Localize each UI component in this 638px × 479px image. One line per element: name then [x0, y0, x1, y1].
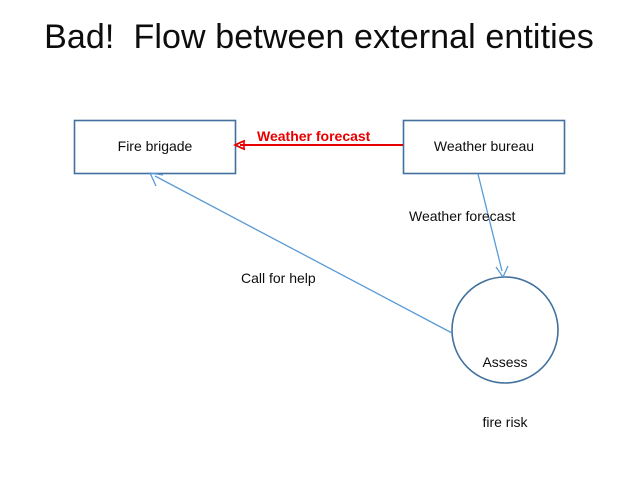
assess-fire-risk-label-line2: fire risk: [482, 414, 528, 430]
fire-brigade-label: Fire brigade: [117, 138, 193, 154]
flow-label-call-for-help: Call for help: [241, 270, 316, 286]
flow-weather-forecast-red[interactable]: [233, 139, 403, 151]
weather-bureau-box[interactable]: [402, 119, 566, 175]
assess-fire-risk-circle[interactable]: [451, 276, 559, 384]
arrowhead-blue-upleft: [149, 172, 164, 187]
flow-label-weather-forecast-red: Weather forecast: [257, 128, 371, 144]
assess-fire-risk-label: Assess fire risk: [452, 312, 558, 472]
arrowhead-blue-down: [495, 265, 509, 278]
flow-label-weather-forecast-black: Weather forecast: [409, 208, 516, 224]
flow-weather-forecast-blue[interactable]: [477, 173, 509, 278]
flow-call-for-help[interactable]: [149, 172, 453, 334]
page-title: Bad! Flow between external entities: [44, 18, 594, 56]
fire-brigade-box[interactable]: [73, 119, 237, 175]
weather-bureau-label: Weather bureau: [433, 138, 535, 154]
assess-fire-risk-label-line1: Assess: [482, 354, 528, 370]
